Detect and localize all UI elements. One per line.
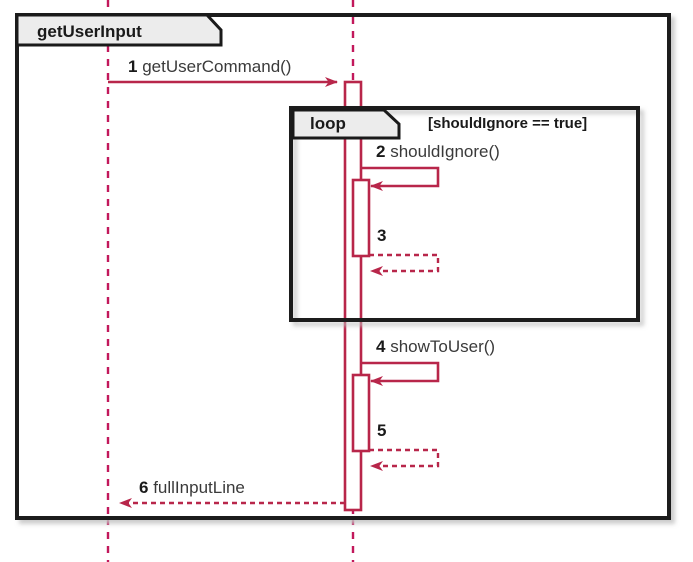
message-6-label: 6 fullInputLine bbox=[139, 479, 245, 496]
loop-fragment-box bbox=[289, 106, 640, 322]
message-4-text: showToUser() bbox=[390, 337, 496, 356]
message-3-self-return bbox=[369, 253, 440, 276]
message-1-text: getUserCommand() bbox=[142, 57, 292, 76]
message-5-self-return bbox=[369, 448, 440, 471]
message-4-seq: 4 bbox=[376, 337, 386, 356]
loop-guard-label: [shouldIgnore == true] bbox=[428, 115, 588, 132]
message-2-label: 2 shouldIgnore() bbox=[376, 143, 500, 160]
diagram-frame bbox=[15, 13, 671, 520]
message-2-text: shouldIgnore() bbox=[390, 142, 500, 161]
message-6-seq: 6 bbox=[139, 478, 149, 497]
message-2-self-call bbox=[361, 166, 440, 191]
loop-fragment-operator-tab bbox=[291, 108, 401, 140]
message-6-text: fullInputLine bbox=[153, 478, 245, 497]
message-4-self-call bbox=[361, 361, 440, 386]
message-1-seq: 1 bbox=[128, 57, 138, 76]
activation-bar-nested-2 bbox=[351, 373, 371, 453]
message-3-seq: 3 bbox=[377, 226, 387, 245]
message-5-seq: 5 bbox=[377, 421, 387, 440]
frame-title-tab bbox=[15, 13, 223, 47]
loop-operator-label: loop bbox=[310, 114, 346, 133]
frame-title-label: getUserInput bbox=[37, 22, 142, 41]
message-2-seq: 2 bbox=[376, 142, 386, 161]
activation-bar-nested-1 bbox=[351, 178, 371, 258]
message-4-label: 4 showToUser() bbox=[376, 338, 495, 355]
message-1-label: 1 getUserCommand() bbox=[128, 58, 291, 75]
